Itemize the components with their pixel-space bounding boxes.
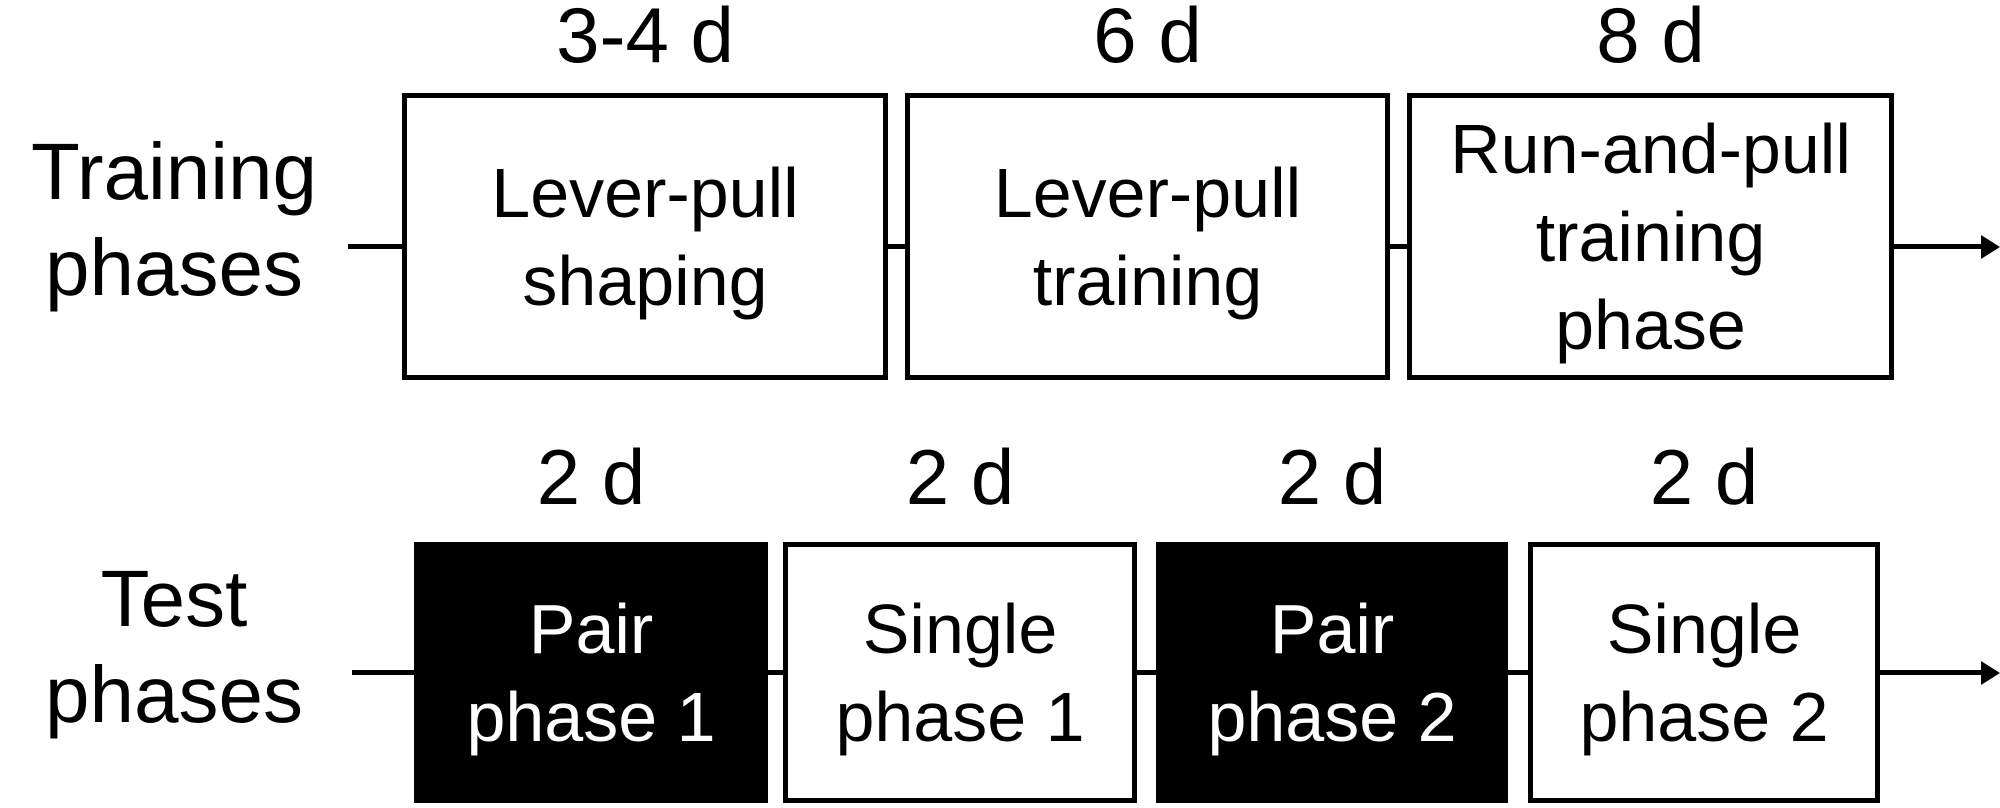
training-right-arrow-icon	[1981, 235, 2000, 259]
box-single-phase-1-line2: phase 1	[835, 677, 1085, 756]
training-row-label: Training phases	[0, 124, 348, 316]
box-single-phase-1-line1: Single	[862, 589, 1058, 668]
box-lever-pull-training-line2: training	[1032, 241, 1263, 320]
box-pair-phase-1-line1: Pair	[528, 589, 654, 668]
box-lever-pull-shaping: Lever-pull shaping	[402, 93, 888, 380]
box-pair-phase-2-line1: Pair	[1269, 589, 1395, 668]
box-single-phase-2-line2: phase 2	[1579, 677, 1829, 756]
test-row-label-line2: phases	[45, 650, 303, 739]
training-row-label-line1: Training	[30, 127, 318, 216]
training-row-label-line2: phases	[45, 223, 303, 312]
box-run-and-pull-training-phase: Run-and-pull training phase	[1407, 93, 1894, 380]
box-pair-phase-2: Pair phase 2	[1156, 542, 1508, 803]
connector-test-box1-box2	[766, 670, 787, 675]
training-arrow-shaft	[1890, 244, 1982, 249]
duration-single-phase-1: 2 d	[905, 433, 1015, 521]
connector-training-box1-box2	[884, 244, 910, 249]
duration-pair-phase-1: 2 d	[536, 433, 646, 521]
connector-training-box2-box3	[1386, 244, 1412, 249]
box-single-phase-2: Single phase 2	[1528, 542, 1880, 803]
box-lever-pull-shaping-line2: shaping	[522, 241, 768, 320]
duration-lever-pull-training: 6 d	[1093, 0, 1202, 79]
box-run-and-pull-line3: phase	[1555, 285, 1746, 364]
test-row-label: Test phases	[0, 551, 348, 743]
connector-training-label-to-box1	[348, 244, 406, 249]
connector-test-box2-box3	[1135, 670, 1160, 675]
box-lever-pull-shaping-line1: Lever-pull	[491, 153, 799, 232]
box-pair-phase-2-line2: phase 2	[1207, 677, 1457, 756]
duration-single-phase-2: 2 d	[1649, 433, 1759, 521]
box-pair-phase-1-line2: phase 1	[466, 677, 716, 756]
box-lever-pull-training: Lever-pull training	[905, 93, 1390, 380]
connector-test-box3-box4	[1506, 670, 1532, 675]
box-lever-pull-training-line1: Lever-pull	[993, 153, 1302, 232]
box-run-and-pull-line2: training	[1535, 197, 1766, 276]
box-single-phase-2-line1: Single	[1606, 589, 1802, 668]
box-pair-phase-1: Pair phase 1	[414, 542, 768, 803]
duration-pair-phase-2: 2 d	[1277, 433, 1387, 521]
box-run-and-pull-line1: Run-and-pull	[1450, 109, 1851, 188]
box-single-phase-1: Single phase 1	[783, 542, 1137, 803]
test-row-label-line1: Test	[100, 554, 248, 643]
test-arrow-shaft	[1876, 670, 1982, 675]
connector-test-label-to-box1	[352, 670, 418, 675]
duration-run-and-pull-training: 8 d	[1596, 0, 1705, 79]
duration-lever-pull-shaping: 3-4 d	[556, 0, 734, 79]
test-right-arrow-icon	[1981, 661, 2000, 685]
